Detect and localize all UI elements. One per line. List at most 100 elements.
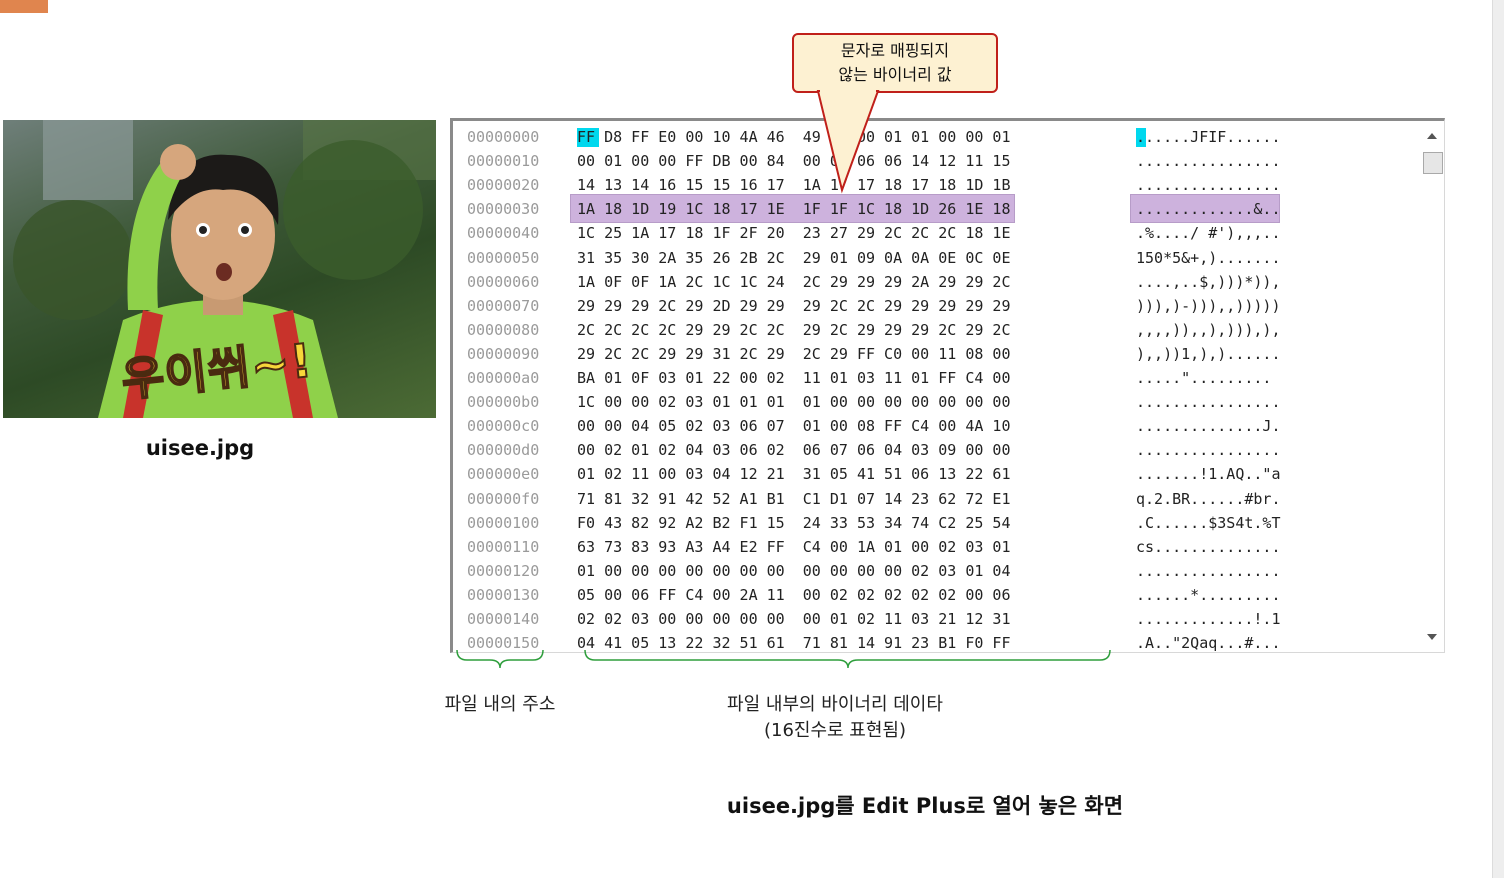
scroll-down-arrow-icon[interactable] — [1427, 634, 1437, 640]
page-scrollbar[interactable] — [1492, 0, 1504, 878]
hex-row[interactable]: 000000c0 00 00 04 05 02 03 06 07 01 00 08… — [453, 414, 1418, 438]
hex-bytes: 31 35 30 2A 35 26 2B 2C 29 01 09 0A 0A 0… — [577, 248, 1011, 267]
hex-row[interactable]: 00000030 1A 18 1D 19 1C 18 17 1E 1F 1F 1C… — [453, 197, 1418, 221]
hex-bytes: 01 02 11 00 03 04 12 21 31 05 41 51 06 1… — [577, 465, 1011, 484]
hex-bytes: 2C 2C 2C 2C 29 29 2C 2C 29 2C 29 29 29 2… — [577, 320, 1011, 339]
hex-row[interactable]: 000000f0 71 81 32 91 42 52 A1 B1 C1 D1 07… — [453, 487, 1418, 511]
callout-pointer — [816, 90, 880, 194]
hex-bytes: 00 01 00 00 FF DB 00 84 00 09 06 06 14 1… — [577, 152, 1011, 171]
hex-address: 00000020 — [467, 176, 540, 195]
hex-address: 000000c0 — [467, 417, 540, 436]
hex-bytes: 71 81 32 91 42 52 A1 B1 C1 D1 07 14 23 6… — [577, 489, 1011, 508]
hex-address: 00000000 — [467, 128, 540, 146]
hex-address: 00000010 — [467, 152, 540, 171]
hex-bytes: 1A 18 1D 19 1C 18 17 1E 1F 1F 1C 18 1D 2… — [577, 200, 1011, 219]
figure-caption: uisee.jpg를 Edit Plus로 열어 놓은 화면 — [726, 794, 1124, 818]
hex-row[interactable]: 00000060 1A 0F 0F 1A 2C 1C 1C 24 2C 29 29… — [453, 270, 1418, 294]
address-brace — [456, 649, 544, 669]
callout-line-2: 않는 바이너리 값 — [838, 65, 952, 84]
hex-scrollbar[interactable] — [1422, 121, 1444, 652]
hex-address: 00000070 — [467, 296, 540, 315]
hex-address: 00000080 — [467, 320, 540, 339]
cursor-ascii — [1136, 128, 1146, 147]
scroll-thumb[interactable] — [1423, 152, 1443, 174]
callout-box: 문자로 매핑되지 않는 바이너리 값 — [792, 33, 998, 93]
hex-bytes: 00 02 01 02 04 03 06 02 06 07 06 04 03 0… — [577, 441, 1011, 460]
hex-row[interactable]: 00000080 2C 2C 2C 2C 29 29 2C 2C 29 2C 29… — [453, 318, 1418, 342]
hex-row[interactable]: 000000e0 01 02 11 00 03 04 12 21 31 05 41… — [453, 462, 1418, 486]
hex-bytes: 1C 00 00 02 03 01 01 01 01 00 00 00 00 0… — [577, 393, 1011, 412]
hex-address: 00000150 — [467, 634, 540, 653]
highlight-hex-range — [570, 194, 1015, 223]
hex-row[interactable]: 00000070 29 29 29 2C 29 2D 29 29 29 2C 2C… — [453, 294, 1418, 318]
hex-ascii: ......JFIF...... — [1136, 128, 1281, 146]
hex-address: 00000040 — [467, 224, 540, 243]
hex-ascii: cs.............. — [1136, 537, 1281, 556]
hex-ascii: .A.."2Qaq...#... — [1136, 634, 1281, 653]
hex-bytes: 14 13 14 16 15 15 16 17 1A 17 17 18 17 1… — [577, 176, 1011, 195]
image-caption: uisee.jpg — [145, 436, 255, 460]
highlight-ascii-range — [1130, 194, 1280, 223]
hex-address: 000000a0 — [467, 369, 540, 387]
hex-ascii: ))),)-))),,))))) — [1136, 296, 1281, 315]
hex-row[interactable]: 00000150 04 41 05 13 22 32 51 61 71 81 14… — [453, 631, 1418, 653]
hex-ascii: .......!1.AQ.."a — [1136, 465, 1281, 484]
hex-bytes: 29 29 29 2C 29 2D 29 29 29 2C 2C 29 29 2… — [577, 296, 1011, 315]
hex-bytes: 04 41 05 13 22 32 51 61 71 81 14 91 23 B… — [577, 634, 1011, 653]
binary-brace — [584, 649, 1111, 669]
callout-line-1: 문자로 매핑되지 — [840, 41, 950, 60]
hex-ascii: ,,,,)),,),))),), — [1136, 320, 1281, 339]
hex-row[interactable]: 00000140 02 02 03 00 00 00 00 00 00 01 02… — [453, 607, 1418, 631]
hex-address: 000000e0 — [467, 465, 540, 484]
hex-row[interactable]: 000000a0 BA 01 0F 03 01 22 00 02 11 01 03… — [453, 366, 1418, 390]
corner-tab — [0, 0, 48, 13]
photo-illustration — [13, 120, 436, 418]
hex-ascii: ....."......... — [1136, 369, 1272, 387]
hex-row[interactable]: 00000050 31 35 30 2A 35 26 2B 2C 29 01 09… — [453, 246, 1418, 270]
hex-address: 00000100 — [467, 513, 540, 532]
hex-address: 00000130 — [467, 585, 540, 604]
hex-bytes: 02 02 03 00 00 00 00 00 00 01 02 11 03 2… — [577, 610, 1011, 628]
hex-ascii: ),,))1,),)...... — [1136, 344, 1281, 363]
hex-ascii: .............!.1 — [1136, 610, 1281, 628]
hex-ascii: .%..../ #'),,,.. — [1136, 224, 1281, 243]
hex-ascii: 150*5&+,)....... — [1136, 248, 1281, 267]
hex-bytes: 1A 0F 0F 1A 2C 1C 1C 24 2C 29 29 29 2A 2… — [577, 272, 1011, 291]
hex-address: 000000f0 — [467, 489, 540, 508]
hex-bytes: 01 00 00 00 00 00 00 00 00 00 00 00 02 0… — [577, 561, 1011, 580]
hex-address: 00000030 — [467, 200, 540, 219]
hex-ascii: ......*......... — [1136, 585, 1281, 604]
hex-ascii: q.2.BR......#br. — [1136, 489, 1281, 508]
hex-bytes: 00 00 04 05 02 03 06 07 01 00 08 FF C4 0… — [577, 417, 1011, 436]
uisee-photo: 우이쒸~! — [3, 120, 436, 418]
hex-ascii: ..............J. — [1136, 417, 1281, 436]
hex-ascii: ................ — [1136, 176, 1281, 195]
hex-address: 00000060 — [467, 272, 540, 291]
hex-ascii: .C......$3S4t.%T — [1136, 513, 1281, 532]
hex-address: 00000090 — [467, 344, 540, 363]
hex-ascii: ................ — [1136, 152, 1281, 171]
hex-address: 00000140 — [467, 610, 540, 628]
hex-address: 00000050 — [467, 248, 540, 267]
cursor-hex — [577, 128, 599, 147]
hex-row[interactable]: 00000020 14 13 14 16 15 15 16 17 1A 17 17… — [453, 173, 1418, 197]
binary-sublabel: (16진수로 표현됨) — [763, 720, 907, 741]
scroll-up-arrow-icon[interactable] — [1427, 133, 1437, 139]
hex-bytes: 63 73 83 93 A3 A4 E2 FF C4 00 1A 01 00 0… — [577, 537, 1011, 556]
hex-row[interactable]: 00000010 00 01 00 00 FF DB 00 84 00 09 06… — [453, 149, 1418, 173]
hex-bytes: BA 01 0F 03 01 22 00 02 11 01 03 11 01 F… — [577, 369, 1011, 387]
binary-label: 파일 내부의 바이너리 데이타 — [727, 694, 943, 715]
hex-ascii: ................ — [1136, 561, 1281, 580]
hex-ascii: ....,..$,)))*)), — [1136, 272, 1281, 291]
